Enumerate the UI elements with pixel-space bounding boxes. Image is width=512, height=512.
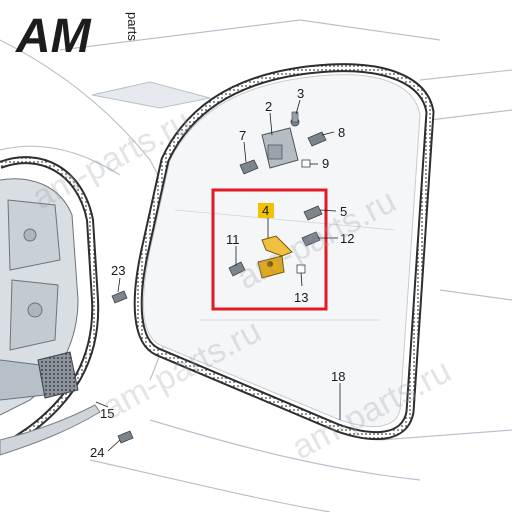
callout-11: 11 bbox=[226, 232, 240, 247]
brand-logo: AM parts bbox=[15, 10, 140, 63]
lower-trim bbox=[0, 404, 101, 456]
callout-3: 3 bbox=[297, 86, 304, 101]
callout-labels: 2 3 4 5 7 8 9 11 12 13 15 18 23 24 bbox=[90, 86, 354, 460]
callout-15: 15 bbox=[100, 406, 114, 421]
callout-24: 24 bbox=[90, 445, 104, 460]
highlighted-part bbox=[257, 235, 293, 279]
loose-bolts bbox=[111, 290, 134, 444]
callout-18: 18 bbox=[331, 369, 345, 384]
highlight-frame bbox=[211, 188, 328, 311]
callout-12: 12 bbox=[340, 231, 354, 246]
brand-logo-text: AM bbox=[15, 10, 92, 63]
leader-lines bbox=[95, 99, 341, 452]
brand-logo-suffix: parts bbox=[125, 12, 140, 41]
callout-9: 9 bbox=[322, 156, 329, 171]
callout-2: 2 bbox=[265, 99, 272, 114]
callout-5: 5 bbox=[340, 204, 347, 219]
callout-7: 7 bbox=[239, 128, 246, 143]
upper-hinge-assembly bbox=[239, 111, 327, 175]
callout-23: 23 bbox=[111, 263, 125, 278]
body-panel-lines bbox=[0, 19, 512, 512]
door-seal bbox=[133, 63, 435, 441]
callout-13: 13 bbox=[294, 290, 308, 305]
speaker-grille bbox=[37, 351, 79, 399]
callout-4: 4 bbox=[262, 203, 269, 218]
callout-8: 8 bbox=[338, 125, 345, 140]
door-edge-seal bbox=[0, 156, 100, 454]
rear-window-glass bbox=[91, 81, 211, 109]
highlight-label-bg bbox=[258, 203, 274, 218]
striker-fasteners bbox=[228, 205, 323, 277]
